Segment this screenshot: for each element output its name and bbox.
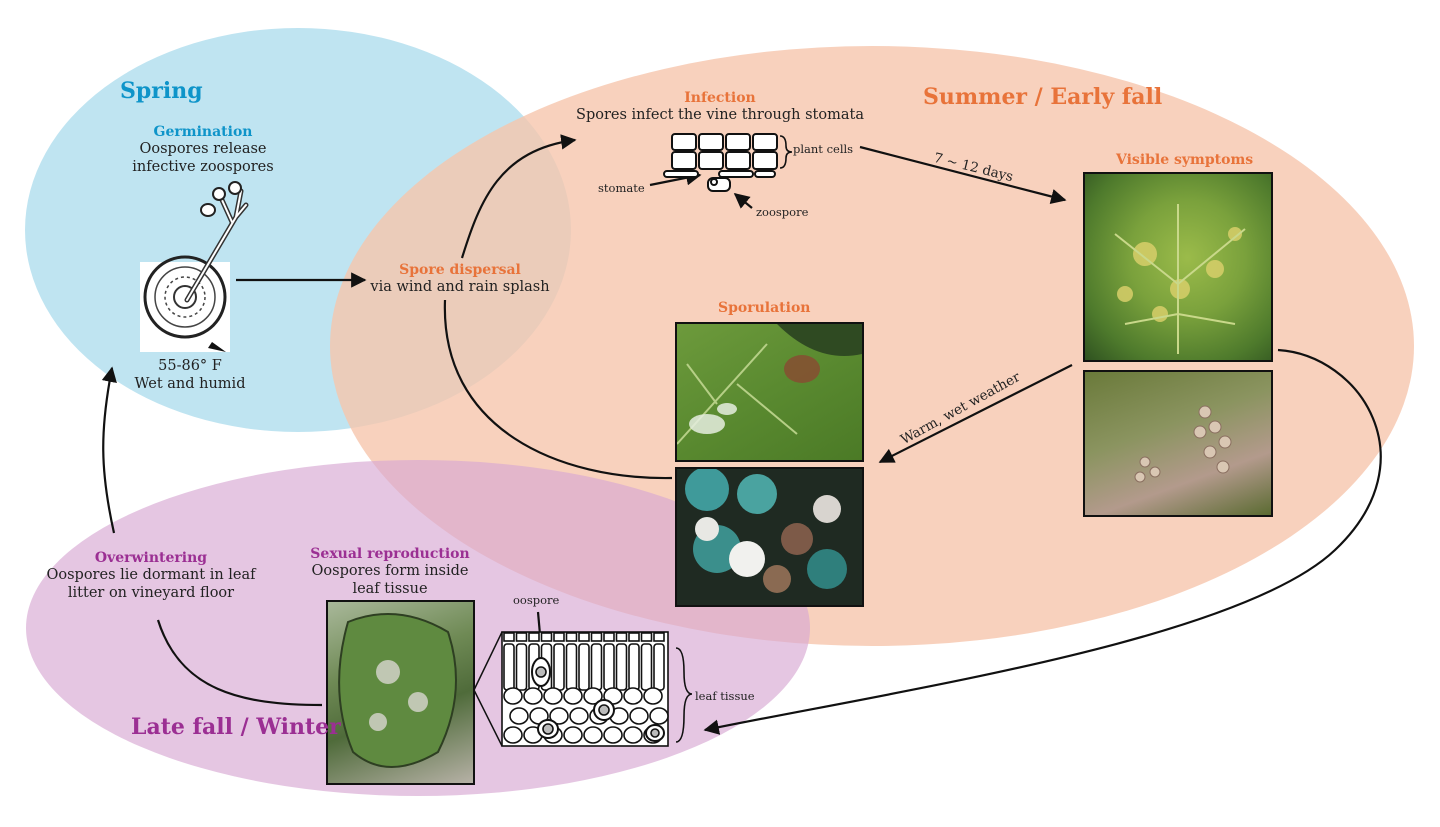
leaf-tissue-cross-section bbox=[473, 631, 669, 747]
palisade-cell bbox=[515, 643, 528, 691]
palisade-cell bbox=[653, 643, 665, 691]
sexual-title: Sexual reproduction bbox=[310, 546, 470, 562]
epidermis-cell bbox=[628, 632, 640, 642]
spongy-cell bbox=[623, 726, 643, 744]
sporulation-berries-photo bbox=[675, 467, 864, 607]
zoospore-label: zoospore bbox=[756, 205, 809, 219]
arrow-symptoms-to-sporulation bbox=[878, 364, 1073, 463]
germinating-oospore-icon bbox=[140, 181, 249, 352]
dispersal-title: Spore dispersal bbox=[399, 262, 521, 278]
epidermis-cell bbox=[515, 632, 528, 642]
cluster-symptoms-photo bbox=[1083, 370, 1273, 517]
season-label-winter: Late fall / Winter bbox=[131, 714, 341, 740]
overwintering-line1: Oospores lie dormant in leaf bbox=[46, 567, 256, 583]
palisade-cell bbox=[503, 643, 515, 691]
palisade-cell bbox=[603, 643, 615, 691]
leaf-tissue-label: leaf tissue bbox=[695, 689, 755, 703]
spongy-cell bbox=[583, 687, 603, 705]
conditions-temperature: 55-86° F bbox=[158, 358, 222, 374]
stage-overwintering: Overwintering Oospores lie dormant in le… bbox=[46, 550, 256, 602]
germination-line1: Oospores release bbox=[139, 141, 267, 157]
stage-spore-dispersal: Spore dispersal via wind and rain splash bbox=[360, 262, 560, 296]
grape-cluster-buds bbox=[1134, 405, 1232, 483]
overwintering-title: Overwintering bbox=[94, 550, 208, 566]
epidermis-cell bbox=[540, 632, 553, 642]
oospore-label: oospore bbox=[513, 593, 560, 607]
epidermis-cell bbox=[603, 632, 615, 642]
spongy-cell bbox=[503, 687, 523, 705]
sporulation-title: Sporulation bbox=[718, 300, 811, 316]
season-label-summer: Summer / Early fall bbox=[923, 84, 1163, 110]
spongy-cell bbox=[643, 687, 663, 705]
spongy-cell bbox=[543, 687, 563, 705]
arrow-overwintering-to-spring bbox=[101, 366, 117, 534]
stage-infection: Infection Spores infect the vine through… bbox=[570, 90, 870, 124]
spongy-cell bbox=[569, 707, 589, 725]
arrow-sexual-to-overwintering bbox=[156, 619, 323, 707]
epidermis-cell bbox=[640, 632, 653, 642]
season-label-spring: Spring bbox=[120, 78, 203, 104]
spongy-cell bbox=[603, 726, 623, 744]
overwintering-line2: litter on vineyard floor bbox=[67, 585, 235, 601]
palisade-cell bbox=[553, 643, 565, 691]
germination-line2: infective zoospores bbox=[132, 159, 274, 175]
infection-line1: Spores infect the vine through stomata bbox=[576, 107, 864, 123]
spongy-cell bbox=[649, 707, 669, 725]
cycle-arrows bbox=[101, 134, 1382, 743]
arrow-zoospore-pointer bbox=[733, 193, 753, 209]
symptoms-title: Visible symptoms bbox=[1116, 152, 1254, 168]
palisade-cell bbox=[615, 643, 628, 691]
epidermis-cell bbox=[503, 632, 515, 642]
leaf-symptoms-photo bbox=[1083, 172, 1273, 362]
epidermis-cell bbox=[615, 632, 628, 642]
spongy-cell bbox=[629, 707, 649, 725]
mottled-leaf bbox=[338, 613, 457, 768]
arrow-sporulation-to-dispersal bbox=[443, 299, 673, 480]
conditions-moisture: Wet and humid bbox=[134, 376, 246, 392]
white-sporulation-patches bbox=[677, 324, 862, 445]
palisade-cell bbox=[640, 643, 653, 691]
spongy-cell bbox=[523, 687, 543, 705]
palisade-cell bbox=[628, 643, 640, 691]
arrow-symptoms-to-winter bbox=[703, 348, 1382, 735]
epidermis-cell bbox=[590, 632, 603, 642]
epidermis-cell bbox=[578, 632, 590, 642]
epidermis-cell bbox=[528, 632, 540, 642]
plant-cells-label: plant cells bbox=[793, 142, 854, 156]
germination-conditions: 55-86° F Wet and humid bbox=[110, 357, 270, 393]
palisade-cell bbox=[590, 643, 603, 691]
palisade-cell bbox=[565, 643, 578, 691]
spongy-cell bbox=[563, 687, 583, 705]
overwintering-leaf-photo bbox=[326, 600, 475, 785]
dispersal-line1: via wind and rain splash bbox=[370, 279, 550, 295]
spongy-cell bbox=[509, 707, 529, 725]
spongy-cell bbox=[549, 707, 569, 725]
epidermis-cell bbox=[565, 632, 578, 642]
infection-title: Infection bbox=[684, 90, 756, 106]
plant-cells-diagram bbox=[663, 133, 778, 192]
stage-germination: Germination Oospores release infective z… bbox=[113, 124, 293, 176]
sexual-line2: leaf tissue bbox=[352, 581, 428, 597]
arrow-dispersal-to-infection bbox=[460, 134, 577, 259]
sexual-line1: Oospores form inside bbox=[311, 563, 469, 579]
spongy-cell bbox=[563, 726, 583, 744]
arrow-infection-to-symptoms bbox=[859, 145, 1067, 204]
stage-sexual-reproduction: Sexual reproduction Oospores form inside… bbox=[300, 546, 480, 598]
palisade-cell bbox=[578, 643, 590, 691]
germination-title: Germination bbox=[153, 124, 253, 140]
sporulation-leaf-photo bbox=[675, 322, 864, 462]
spongy-cell bbox=[583, 726, 603, 744]
leaf-lesion-spots bbox=[1114, 204, 1246, 354]
stomate-label: stomate bbox=[598, 181, 645, 195]
spongy-cell bbox=[623, 687, 643, 705]
infected-berries bbox=[685, 469, 847, 593]
spongy-cell bbox=[503, 726, 523, 744]
epidermis-cell bbox=[653, 632, 665, 642]
epidermis-cell bbox=[553, 632, 565, 642]
